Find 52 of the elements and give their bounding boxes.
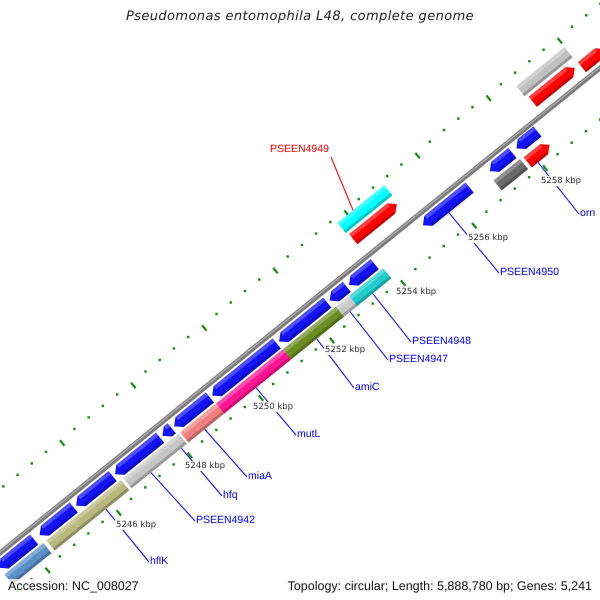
position-label: 5256 kbp [467, 233, 510, 243]
gene-label: PSEEN4950 [500, 266, 559, 278]
gene-feature [528, 67, 575, 107]
gene-feature [212, 338, 281, 396]
position-label: 5250 kbp [252, 402, 294, 412]
gene-feature [40, 502, 78, 536]
gene-label: mutL [297, 428, 320, 440]
leader-line [350, 311, 388, 360]
gene-feature [336, 296, 358, 317]
gene-feature [162, 423, 176, 436]
gene-feature [349, 259, 379, 286]
gene-label: PSEEN4948 [412, 335, 471, 347]
genome-stats-text: Topology: circular; Length: 5,888,780 bp; Genes: 5,241 [288, 579, 592, 594]
gene-feature [422, 182, 474, 226]
gene-feature [216, 349, 292, 414]
gene-feature [76, 471, 117, 506]
gene-feature [282, 306, 344, 360]
position-label: 5254 kbp [395, 287, 438, 297]
leader-line [316, 338, 354, 388]
gene-label: PSEEN4947 [389, 353, 448, 365]
gene-feature [516, 47, 573, 96]
gene-feature [115, 432, 164, 475]
title: Pseudomonas entomophila L48, complete genome [126, 9, 474, 24]
gene-label: hflK [150, 555, 168, 567]
gene-feature [330, 282, 351, 302]
gene-feature [279, 298, 332, 342]
gene-feature [180, 403, 224, 442]
gene-label: amiC [355, 381, 380, 393]
gene-feature [516, 126, 542, 150]
leader-line [150, 472, 196, 522]
position-label: 5258 kbp [540, 176, 582, 186]
gene-feature [167, 434, 187, 454]
gene-label: PSEEN4942 [196, 514, 255, 526]
position-label: 5248 kbp [184, 461, 226, 471]
leader-line [330, 156, 354, 211]
gene-feature [524, 144, 550, 168]
position-label: 5252 kbp [324, 345, 366, 355]
leader-line [448, 212, 500, 274]
gene-feature [174, 392, 214, 428]
gene-label: miaA [248, 470, 272, 482]
gene-feature [349, 268, 392, 306]
gene-feature [490, 148, 516, 172]
gene-feature [0, 534, 38, 568]
gene-feature [578, 48, 600, 72]
gene-feature [123, 443, 176, 488]
gene-label: orn [580, 207, 596, 219]
gene-feature [349, 203, 397, 244]
position-label: 5246 kbp [115, 520, 158, 530]
gene-label: PSEEN4949 [270, 143, 329, 155]
gene-feature [338, 185, 392, 234]
gene-label: hfq [223, 489, 238, 501]
gene-feature [494, 159, 528, 191]
